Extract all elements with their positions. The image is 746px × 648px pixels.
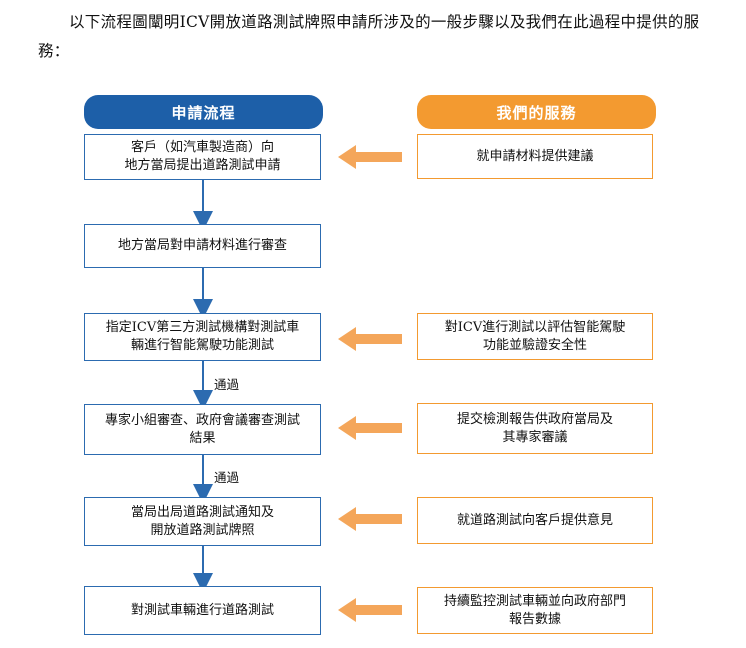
our-services-header: 我們的服務 — [417, 95, 656, 129]
step-6-road-testing: 對測試車輛進行道路測試 — [84, 586, 321, 635]
intro-paragraph: 以下流程圖闡明ICV開放道路測試牌照申請所涉及的一般步驟以及我們在此過程中提供的… — [38, 13, 700, 60]
service-arrow-5 — [338, 598, 402, 622]
service-2-icv-testing: 對ICV進行測試以評估智能駕駛 功能並驗證安全性 — [417, 313, 653, 360]
step-5-license-issuance: 當局出局道路測試通知及 開放道路測試牌照 — [84, 497, 321, 546]
pass-label-2: 通過 — [214, 470, 240, 485]
step-3-function-testing: 指定ICV第三方測試機構對測試車 輛進行智能駕駛功能測試 — [84, 313, 321, 361]
service-arrow-3 — [338, 416, 402, 440]
service-3-report-submission: 提交檢測報告供政府當局及 其專家審議 — [417, 403, 653, 454]
service-5-monitoring-reporting: 持續監控測試車輛並向政府部門 報告數據 — [417, 587, 653, 634]
service-arrow-2 — [338, 327, 402, 351]
step-2-material-review: 地方當局對申請材料進行審查 — [84, 224, 321, 268]
service-arrow-1 — [338, 145, 402, 169]
service-4-road-test-advice: 就道路測試向客戶提供意見 — [417, 497, 653, 544]
pass-label-1: 通過 — [214, 377, 240, 392]
service-1-application-advice: 就申請材料提供建議 — [417, 134, 653, 179]
service-arrow-4 — [338, 507, 402, 531]
step-4-expert-review: 專家小組審查、政府會議審查測試 結果 — [84, 404, 321, 455]
application-process-header: 申請流程 — [84, 95, 323, 129]
step-1-application-submission: 客戶（如汽車製造商）向 地方當局提出道路測試申請 — [84, 134, 321, 180]
